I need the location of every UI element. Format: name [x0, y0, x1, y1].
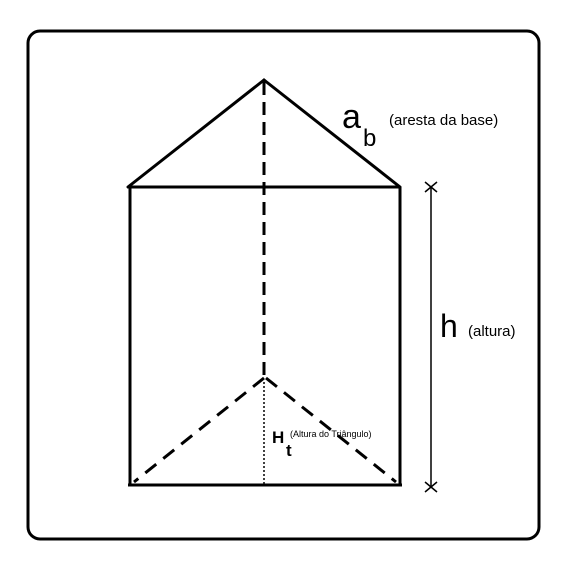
diagram-frame [26, 29, 541, 541]
edge-symbol-label: a [342, 98, 361, 136]
hidden-bottom-right-edge [265, 376, 397, 484]
roof-right-edge [262, 78, 402, 189]
height-description-label: (altura) [468, 323, 516, 340]
triangle-height-symbol-label: H [272, 428, 284, 447]
edge-subscript-label: b [363, 125, 376, 152]
hidden-bottom-left-edge [133, 376, 265, 484]
triangle-height-description-label: (Altura do Triângulo) [290, 429, 372, 439]
height-symbol-label: h [440, 308, 458, 344]
height-dimension-bottom-cap-b [424, 481, 438, 493]
roof-left-edge [126, 78, 266, 189]
edge-description-label: (aresta da base) [389, 112, 498, 129]
height-dimension-top-cap-b [424, 181, 438, 193]
triangle-height-subscript-label: t [286, 441, 292, 460]
